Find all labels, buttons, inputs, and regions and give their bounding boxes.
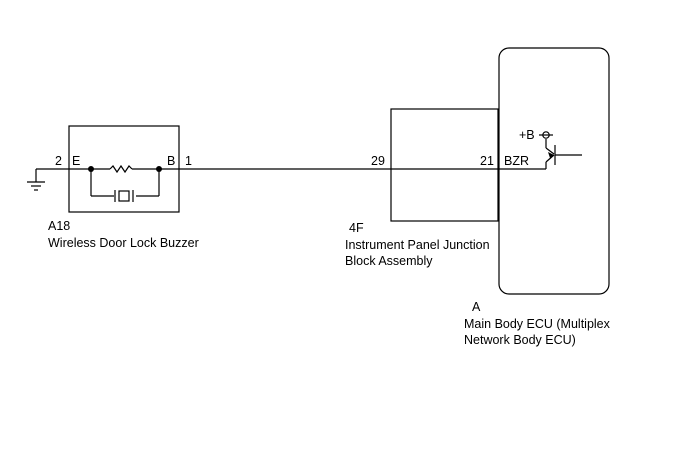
- buzzer-pin-right-number: 1: [185, 154, 192, 168]
- junction-name-line2: Block Assembly: [345, 254, 433, 268]
- buzzer-code: A18: [48, 219, 71, 233]
- buzzer-name: Wireless Door Lock Buzzer: [48, 236, 199, 250]
- ground-symbol-icon: [27, 169, 45, 191]
- junction-pin-left: 29: [371, 154, 385, 168]
- transistor-arrow: [548, 152, 554, 158]
- ecu-name-line2: Network Body ECU): [464, 333, 576, 347]
- buzzer-pin-right-name: B: [167, 154, 176, 168]
- ecu-box: [498, 47, 610, 295]
- piezo-buzzer-icon: [114, 190, 134, 202]
- buzzer-pin-left-name: E: [72, 154, 81, 168]
- ecu-supply-label: +B: [519, 128, 535, 142]
- junction-pin-right: 21: [480, 154, 494, 168]
- ecu-pin-name: BZR: [504, 154, 529, 168]
- junction-dot-left: [88, 166, 94, 172]
- buzzer-pin-left-number: 2: [55, 154, 62, 168]
- junction-dot-right: [156, 166, 162, 172]
- junction-code: 4F: [349, 221, 364, 235]
- ecu-code: A: [472, 300, 481, 314]
- junction-name-line1: Instrument Panel Junction: [345, 238, 490, 252]
- resistor-icon: [109, 164, 133, 174]
- junction-block-box: [390, 108, 499, 222]
- transistor-icon: [499, 131, 582, 170]
- ecu-name-line1: Main Body ECU (Multiplex: [464, 317, 610, 331]
